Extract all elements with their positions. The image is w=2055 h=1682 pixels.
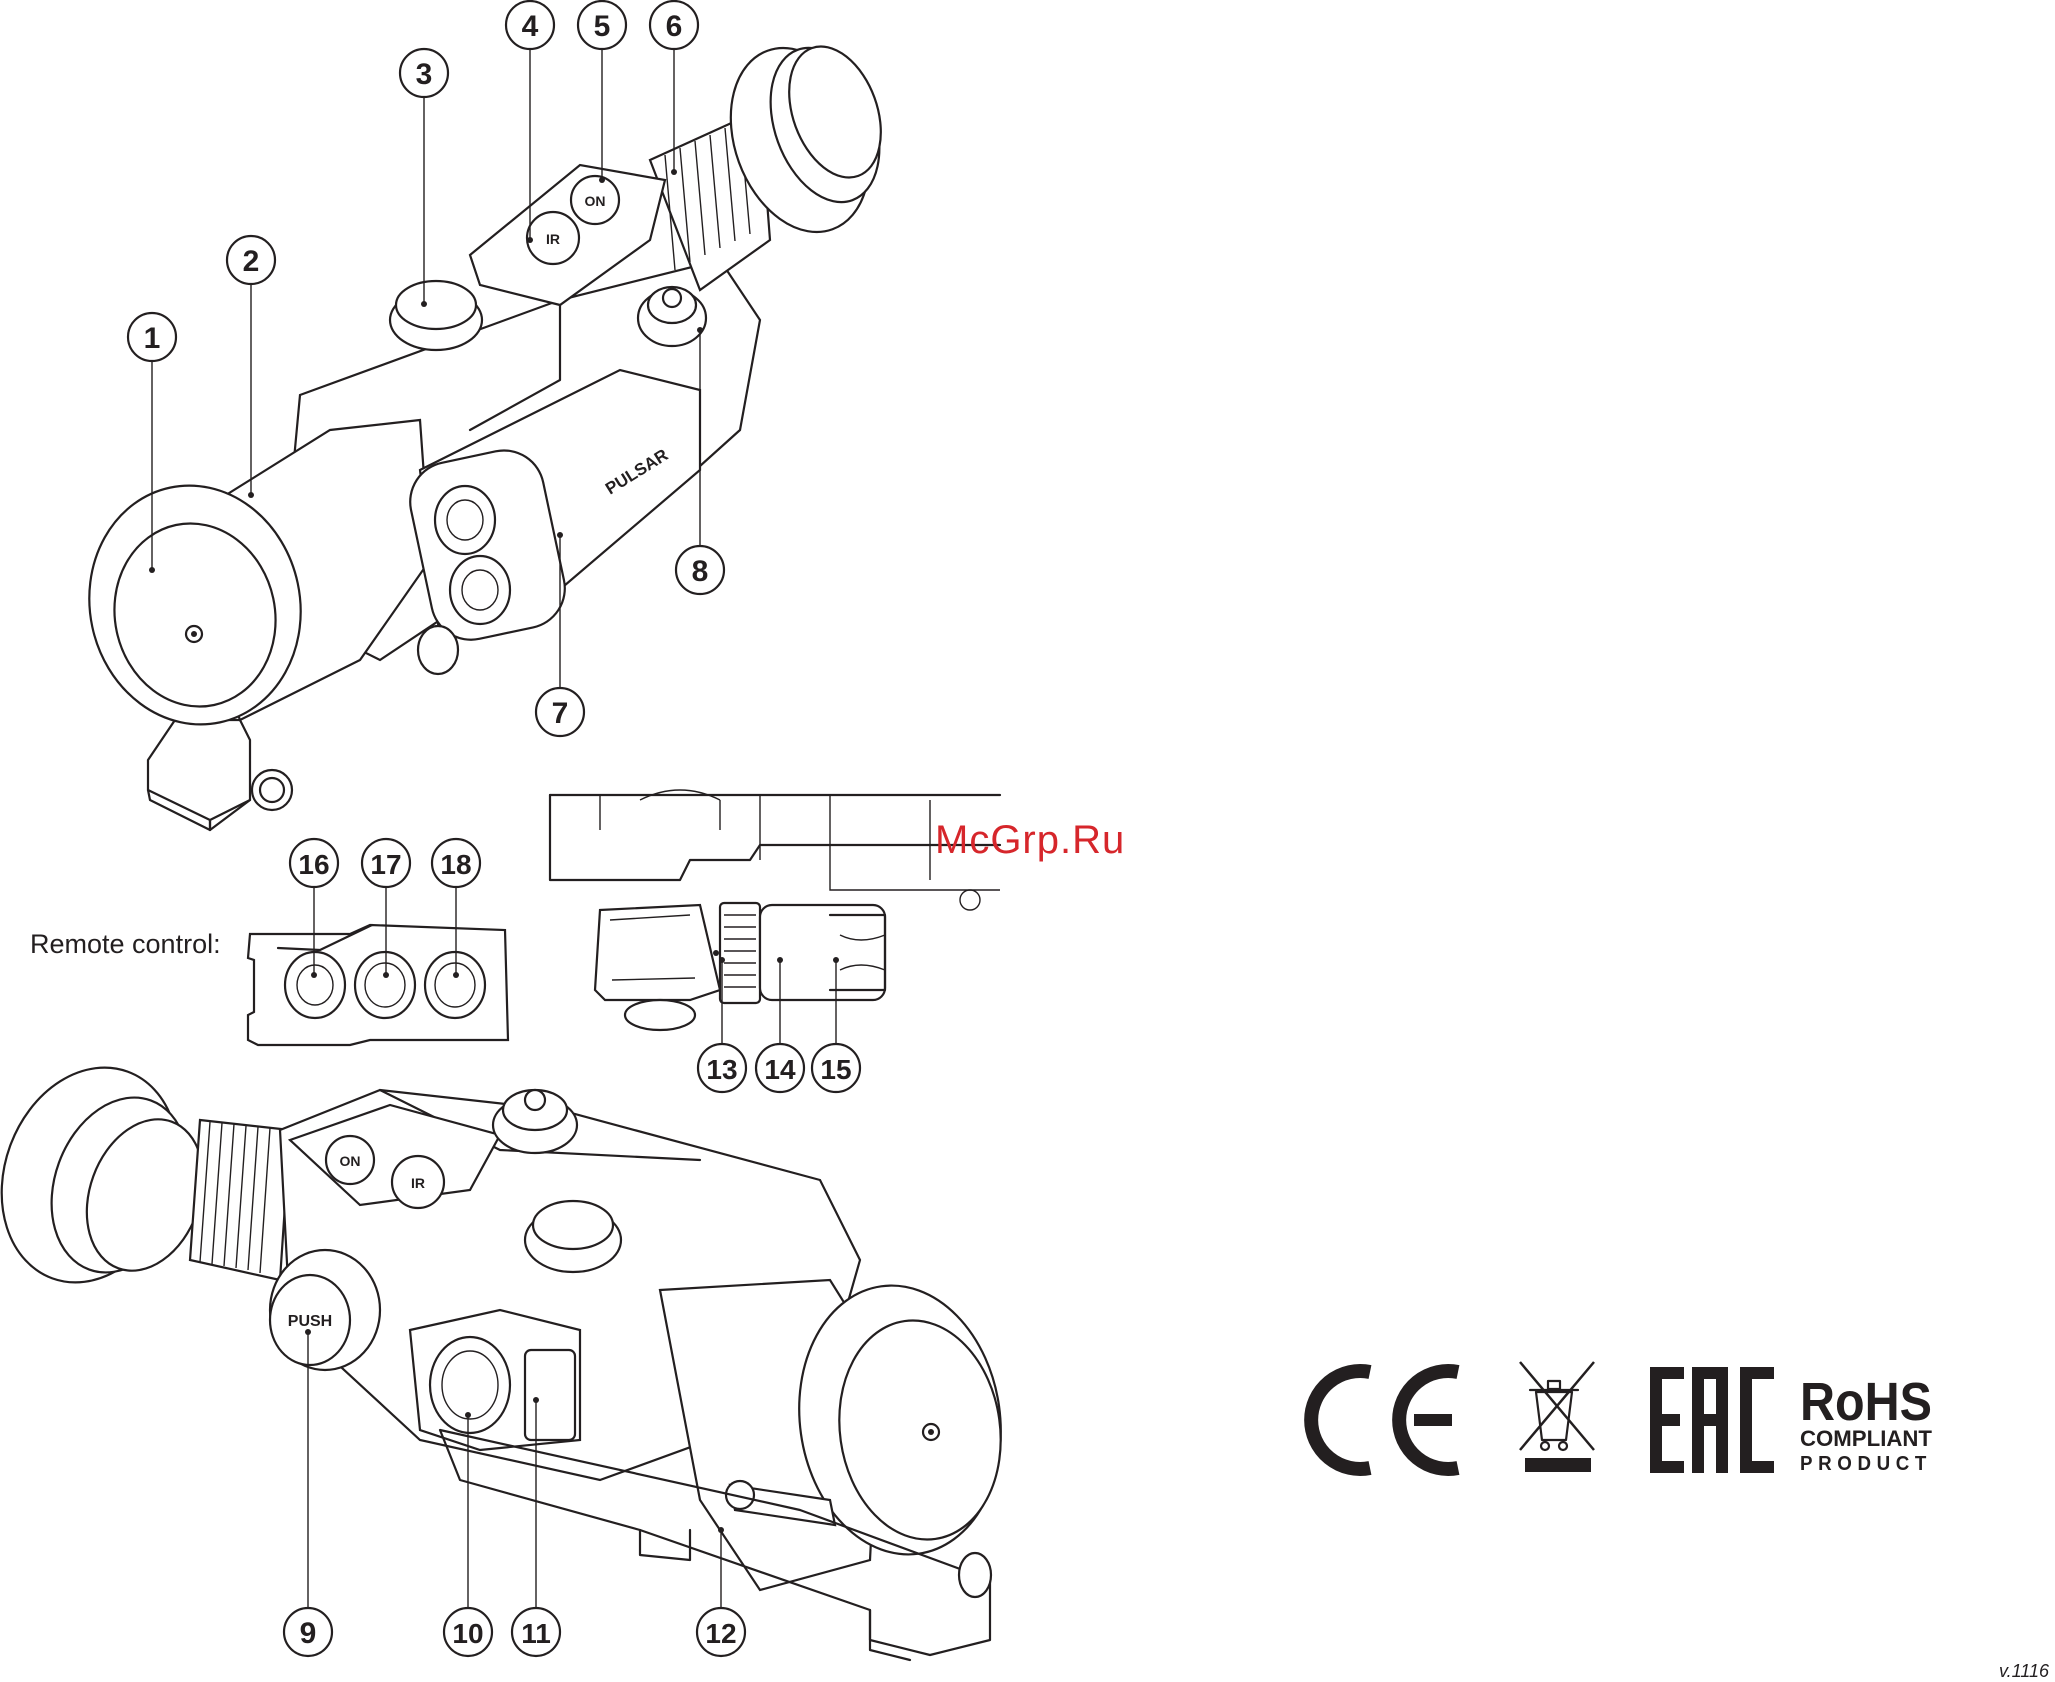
svg-text:4: 4 bbox=[522, 10, 539, 43]
remote-button-18 bbox=[425, 952, 485, 1018]
svg-text:9: 9 bbox=[300, 1617, 317, 1650]
callout-4: 4 bbox=[506, 1, 554, 49]
eyepiece bbox=[650, 28, 899, 290]
svg-text:13: 13 bbox=[706, 1054, 737, 1085]
callout-6: 6 bbox=[650, 1, 698, 49]
remote-control-label: Remote control: bbox=[30, 929, 221, 960]
svg-text:3: 3 bbox=[416, 58, 433, 91]
callout-9: 9 bbox=[284, 1608, 332, 1656]
scope-front-view: IR ON PULSAR bbox=[67, 28, 899, 830]
svg-text:6: 6 bbox=[666, 10, 683, 43]
callout-10: 10 bbox=[444, 1608, 492, 1656]
callout-13: 13 bbox=[698, 1044, 746, 1092]
svg-text:18: 18 bbox=[440, 849, 471, 880]
svg-text:2: 2 bbox=[243, 245, 260, 278]
svg-text:COMPLIANT: COMPLIANT bbox=[1800, 1426, 1933, 1451]
svg-text:12: 12 bbox=[705, 1618, 736, 1649]
remote-button-16 bbox=[285, 952, 345, 1018]
watermark-text: McGrp.Ru bbox=[935, 818, 1125, 863]
svg-text:10: 10 bbox=[452, 1618, 483, 1649]
svg-text:PUSH: PUSH bbox=[288, 1313, 332, 1330]
version-label: v.1116 bbox=[1999, 1661, 2049, 1682]
callout-16: 16 bbox=[290, 839, 338, 887]
push-knob: PUSH bbox=[270, 1250, 380, 1370]
svg-text:14: 14 bbox=[764, 1054, 796, 1085]
callout-14: 14 bbox=[756, 1044, 804, 1092]
svg-text:IR: IR bbox=[546, 231, 560, 247]
svg-text:1: 1 bbox=[144, 322, 161, 355]
callout-2: 2 bbox=[227, 236, 275, 284]
certification-marks: RoHS COMPLIANT PRODUCT bbox=[1311, 1362, 1932, 1475]
ce-mark bbox=[1311, 1371, 1458, 1469]
callout-5: 5 bbox=[578, 1, 626, 49]
svg-text:16: 16 bbox=[298, 849, 329, 880]
svg-text:5: 5 bbox=[594, 10, 611, 43]
callout-1: 1 bbox=[128, 313, 176, 361]
remote-control bbox=[248, 880, 508, 1045]
svg-text:ON: ON bbox=[340, 1153, 361, 1169]
callout-15: 15 bbox=[812, 1044, 860, 1092]
svg-text:ON: ON bbox=[585, 193, 606, 209]
remote-button-17 bbox=[355, 952, 415, 1018]
weee-crossed-bin-icon bbox=[1520, 1362, 1594, 1472]
callout-8: 8 bbox=[676, 546, 724, 594]
callout-11: 11 bbox=[512, 1608, 560, 1656]
svg-text:7: 7 bbox=[552, 697, 569, 730]
svg-text:17: 17 bbox=[370, 849, 401, 880]
callout-18: 18 bbox=[432, 839, 480, 887]
callout-3: 3 bbox=[400, 49, 448, 97]
rohs-mark: RoHS COMPLIANT PRODUCT bbox=[1800, 1372, 1933, 1475]
eac-mark bbox=[1650, 1367, 1774, 1473]
callout-17: 17 bbox=[362, 839, 410, 887]
svg-text:11: 11 bbox=[521, 1618, 551, 1649]
svg-text:8: 8 bbox=[692, 555, 709, 588]
callout-7: 7 bbox=[536, 688, 584, 736]
scope-rear-view: ON IR PUSH bbox=[0, 1043, 1018, 1660]
svg-text:RoHS: RoHS bbox=[1800, 1372, 1932, 1432]
svg-text:15: 15 bbox=[820, 1054, 851, 1085]
callout-12: 12 bbox=[697, 1608, 745, 1656]
svg-text:IR: IR bbox=[411, 1175, 425, 1191]
ir-illuminator-detail bbox=[550, 790, 1000, 1050]
svg-text:PRODUCT: PRODUCT bbox=[1800, 1453, 1932, 1475]
